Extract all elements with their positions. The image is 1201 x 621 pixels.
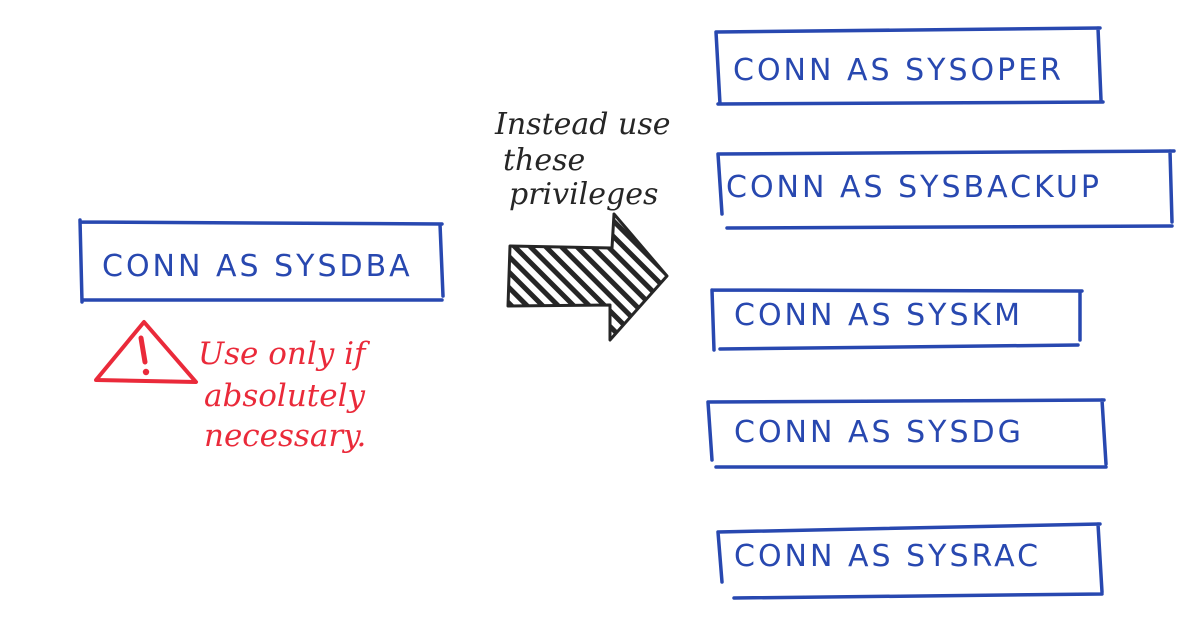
privilege-box-sysoper: CONN AS SYSOPER xyxy=(714,26,1105,106)
privilege-label-sysoper: CONN AS SYSOPER xyxy=(733,53,1064,88)
sysdba-box-label: CONN AS SYSDBA xyxy=(102,249,413,284)
instruction-line-1: Instead use xyxy=(494,107,670,142)
privilege-box-syskm: CONN AS SYSKM xyxy=(710,288,1084,352)
privilege-label-syskm: CONN AS SYSKM xyxy=(734,298,1023,333)
instruction-line-3: privileges xyxy=(509,177,658,212)
privilege-label-sysbackup: CONN AS SYSBACKUP xyxy=(726,170,1102,205)
warning-note: Use only if absolutely necessary. xyxy=(198,336,371,454)
sysdba-box: CONN AS SYSDBA xyxy=(78,218,445,304)
privilege-box-sysdg: CONN AS SYSDG xyxy=(706,398,1108,469)
warning-triangle-icon xyxy=(94,320,198,384)
privilege-box-sysrac: CONN AS SYSRAC xyxy=(716,522,1104,600)
warning-line-1: Use only if xyxy=(198,336,371,372)
warning-line-2: absolutely xyxy=(204,378,365,414)
privilege-label-sysrac: CONN AS SYSRAC xyxy=(734,539,1041,574)
hatched-right-arrow-icon xyxy=(506,212,669,342)
privilege-label-sysdg: CONN AS SYSDG xyxy=(734,415,1024,450)
instruction-line-2: these xyxy=(503,143,585,178)
instruction-note: Instead use these privileges xyxy=(494,107,670,212)
privilege-box-sysbackup: CONN AS SYSBACKUP xyxy=(716,149,1176,230)
warning-line-3: necessary. xyxy=(204,418,366,454)
